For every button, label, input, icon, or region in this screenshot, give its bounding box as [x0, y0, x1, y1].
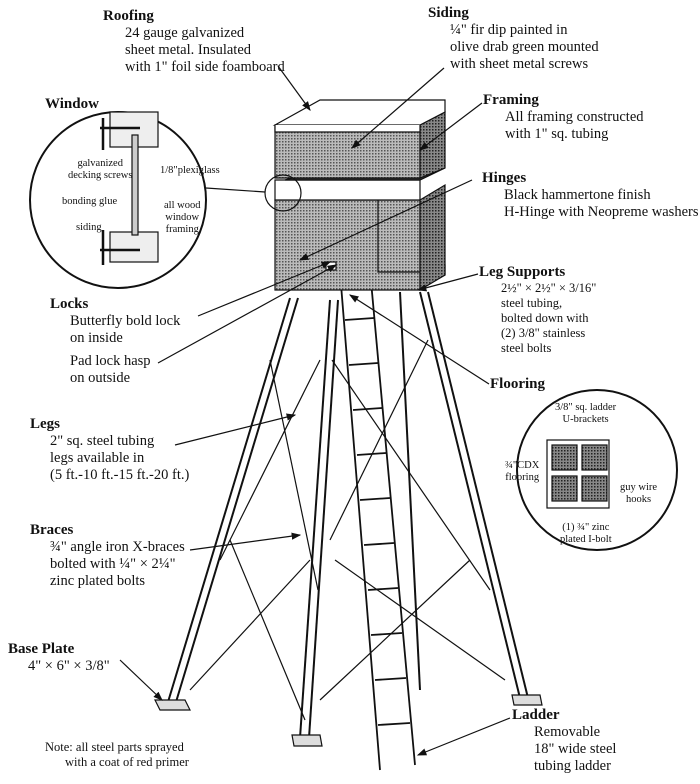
- hinges-line: H-Hinge with Neopreme washers: [504, 204, 699, 220]
- framing-line: all wood: [164, 200, 201, 211]
- window-title: Window: [45, 96, 99, 112]
- locks-title: Locks: [50, 296, 89, 312]
- window-glue-label: bonding glue: [62, 196, 118, 207]
- locks-line: on outside: [70, 370, 131, 386]
- framing-line: with 1" sq. tubing: [505, 126, 609, 142]
- bolt-line: plated I-bolt: [560, 534, 612, 545]
- siding-line: olive drab green mounted: [450, 39, 599, 55]
- window-plexiglass-label: 1/8"plexiglass: [160, 165, 220, 176]
- framing-title: Framing: [483, 92, 539, 108]
- callout-ladder: Ladder Removable 18" wide steel tubing l…: [512, 707, 616, 775]
- cdx-line: flooring: [505, 472, 540, 483]
- siding-line: with sheet metal screws: [450, 56, 589, 72]
- hooks-line: guy wire: [620, 482, 658, 493]
- framing-line: All framing constructed: [505, 109, 644, 125]
- ladder-title: Ladder: [512, 707, 560, 723]
- callout-siding: Siding ¼" fir dip painted in olive drab …: [428, 5, 599, 73]
- ladder: [339, 269, 416, 771]
- siding-line: ¼" fir dip painted in: [450, 22, 568, 38]
- flooring-title: Flooring: [490, 376, 545, 392]
- hinges-title: Hinges: [482, 170, 527, 186]
- braces-title: Braces: [30, 522, 74, 538]
- ladder-line: Removable: [534, 724, 601, 740]
- leg-supports-line: 2½" × 2½" × 3/16": [501, 281, 597, 295]
- siding-title: Siding: [428, 5, 469, 21]
- framing-line: window: [165, 212, 200, 223]
- brackets-line: 3/8" sq. ladder: [555, 402, 617, 413]
- roofing-line: sheet metal. Insulated: [125, 42, 252, 58]
- legs: [167, 291, 529, 739]
- bolt-line: (1) ¾" zinc: [562, 522, 610, 533]
- legs-line: 2" sq. steel tubing: [50, 433, 155, 449]
- cdx-line: ¾"CDX: [505, 460, 540, 471]
- note-line: Note: all steel parts sprayed: [45, 740, 184, 754]
- locks-line: on inside: [70, 330, 123, 346]
- callout-flooring: Flooring: [490, 376, 545, 393]
- braces-line: ¾" angle iron X-braces: [50, 539, 185, 555]
- leg-supports-line: (2) 3/8" stainless: [501, 326, 586, 340]
- callout-locks: Locks Butterfly bold lock on inside Pad …: [50, 296, 180, 387]
- callout-leg-supports: Leg Supports 2½" × 2½" × 3/16" steel tub…: [479, 264, 596, 356]
- brackets-line: U-brackets: [562, 414, 609, 425]
- legs-line: (5 ft.-10 ft.-15 ft.-20 ft.): [50, 467, 190, 483]
- note-line: with a coat of red primer: [65, 755, 189, 769]
- leg-supports-line: steel tubing,: [501, 296, 563, 310]
- screws-line: galvanized: [77, 158, 123, 169]
- legs-line: legs available in: [50, 450, 145, 466]
- locks-line: Pad lock hasp: [70, 353, 151, 369]
- hooks-line: hooks: [625, 494, 652, 505]
- base-plate-title: Base Plate: [8, 641, 75, 657]
- primer-note: Note: all steel parts sprayed with a coa…: [45, 740, 189, 770]
- base-plate-line: 4" × 6" × 3/8": [28, 658, 110, 674]
- roofing-line: 24 gauge galvanized: [125, 25, 245, 41]
- legs-title: Legs: [30, 416, 60, 432]
- ladder-line: 18" wide steel: [534, 741, 617, 757]
- callout-base-plate: Base Plate 4" × 6" × 3/8": [8, 641, 110, 675]
- callout-roofing: Roofing 24 gauge galvanized sheet metal.…: [103, 8, 285, 76]
- callout-window: Window: [45, 96, 99, 113]
- framing-line: framing: [165, 224, 199, 235]
- roofing-line: with 1" foil side foamboard: [125, 59, 285, 75]
- callout-braces: Braces ¾" angle iron X-braces bolted wit…: [30, 522, 185, 590]
- locks-line: Butterfly bold lock: [70, 313, 181, 329]
- braces: [189, 339, 506, 721]
- leg-supports-title: Leg Supports: [479, 264, 566, 280]
- ladder-line: tubing ladder: [534, 758, 611, 774]
- callout-framing: Framing All framing constructed with 1" …: [483, 92, 644, 143]
- window-siding-label: siding: [76, 222, 102, 233]
- roofing-title: Roofing: [103, 8, 154, 24]
- callout-hinges: Hinges Black hammertone finish H-Hinge w…: [482, 170, 698, 221]
- braces-line: zinc plated bolts: [50, 573, 146, 589]
- callout-legs: Legs 2" sq. steel tubing legs available …: [30, 416, 189, 484]
- leg-supports-line: steel bolts: [501, 341, 552, 355]
- braces-line: bolted with ¼" × 2¼": [50, 556, 176, 572]
- screws-line: decking screws: [68, 170, 133, 181]
- hinges-line: Black hammertone finish: [504, 187, 651, 203]
- leg-supports-line: bolted down with: [501, 311, 589, 325]
